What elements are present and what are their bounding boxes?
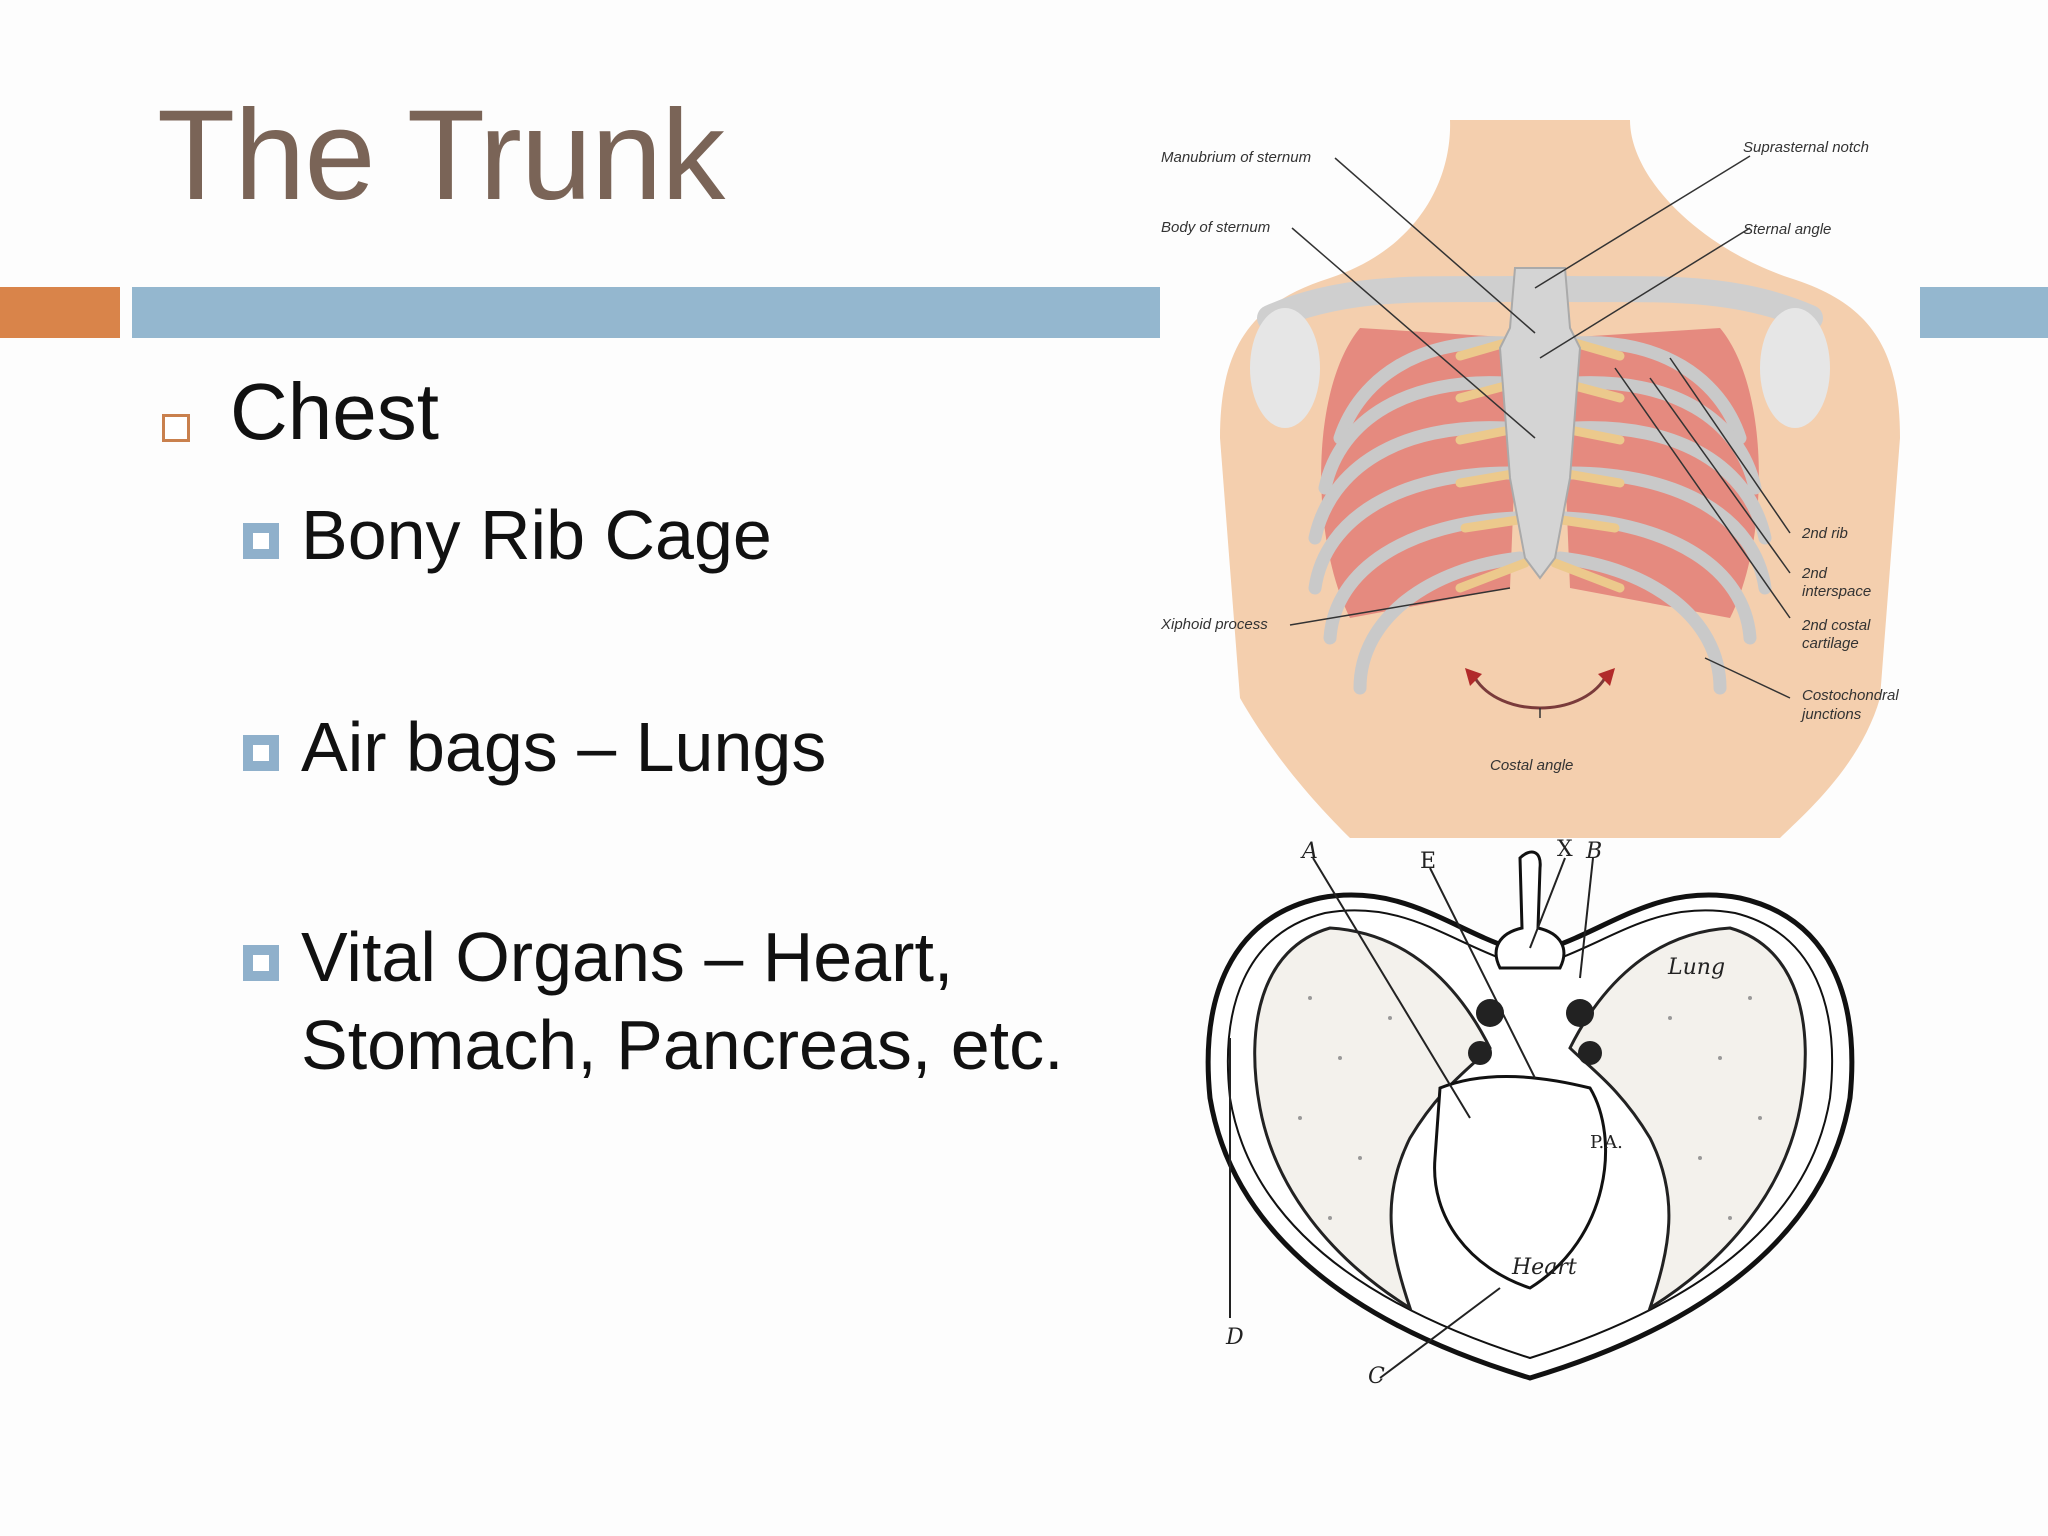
label-b: B — [1585, 839, 1602, 864]
rib-cage-svg: Manubrium of sternum Body of sternum Sup… — [1160, 120, 1900, 838]
rib-cage-illustration: Manubrium of sternum Body of sternum Sup… — [1160, 118, 1920, 838]
label-heart: Heart — [1511, 1255, 1577, 1280]
label-pa: P.A. — [1590, 1132, 1623, 1153]
label-costochondral-2: junctions — [1800, 706, 1862, 723]
left-lung — [1253, 926, 1492, 1312]
lung-stipple — [1298, 996, 1762, 1220]
label-xiphoid-process: Xiphoid process — [1160, 616, 1268, 633]
label-e: E — [1420, 849, 1436, 874]
label-lung: Lung — [1667, 955, 1725, 980]
hollow-square-bullet-icon — [162, 414, 190, 442]
subbullet-text: Air bags – Lungs — [301, 708, 827, 786]
arrow-left-icon — [1465, 668, 1482, 686]
label-2nd-interspace-2: interspace — [1802, 583, 1871, 600]
vertebra — [1494, 850, 1566, 970]
label-manubrium: Manubrium of sternum — [1161, 149, 1311, 166]
label-body-of-sternum: Body of sternum — [1161, 219, 1270, 236]
thorax-cross-section-illustration: A E X B Lung P.A. Heart D C — [1190, 838, 1870, 1394]
label-suprasternal-notch: Suprasternal notch — [1743, 139, 1869, 156]
label-2nd-costal-cartilage-2: cartilage — [1802, 635, 1859, 652]
label-a: A — [1300, 839, 1318, 864]
label-2nd-interspace-1: 2nd — [1801, 565, 1828, 582]
slide-title: The Trunk — [157, 84, 725, 227]
left-shoulder — [1250, 308, 1320, 428]
cross-section-svg: A E X B Lung P.A. Heart D C — [1205, 838, 1855, 1389]
leader-lines — [1229, 857, 1594, 1379]
label-2nd-rib: 2nd rib — [1801, 525, 1848, 542]
label-costochondral-1: Costochondral — [1802, 687, 1899, 704]
square-bullet-icon — [243, 945, 279, 981]
accent-bar-orange — [0, 287, 120, 338]
label-c: C — [1368, 1364, 1385, 1389]
label-2nd-costal-cartilage-1: 2nd costal — [1801, 617, 1871, 634]
left-lung-shading — [1321, 328, 1520, 618]
accent-bar-blue — [132, 287, 1160, 338]
right-lung-shading — [1560, 328, 1759, 618]
label-x: X — [1557, 838, 1573, 862]
subbullet-text: Vital Organs – Heart,Stomach, Pancreas, … — [301, 918, 1064, 1084]
label-costal-angle: Costal angle — [1490, 757, 1573, 774]
label-d: D — [1225, 1325, 1244, 1350]
leader-lines — [1289, 155, 1791, 718]
square-bullet-icon — [243, 735, 279, 771]
heart — [1433, 1075, 1607, 1290]
right-shoulder — [1760, 308, 1830, 428]
costal-cartilages — [1455, 338, 1625, 593]
bullet-chest-text: Chest — [230, 367, 439, 456]
subbullet-text: Bony Rib Cage — [301, 496, 772, 574]
accent-bar-blue-right — [1912, 287, 2048, 338]
square-bullet-icon — [243, 523, 279, 559]
arrow-right-icon — [1598, 668, 1615, 686]
label-sternal-angle: Sternal angle — [1743, 221, 1831, 238]
